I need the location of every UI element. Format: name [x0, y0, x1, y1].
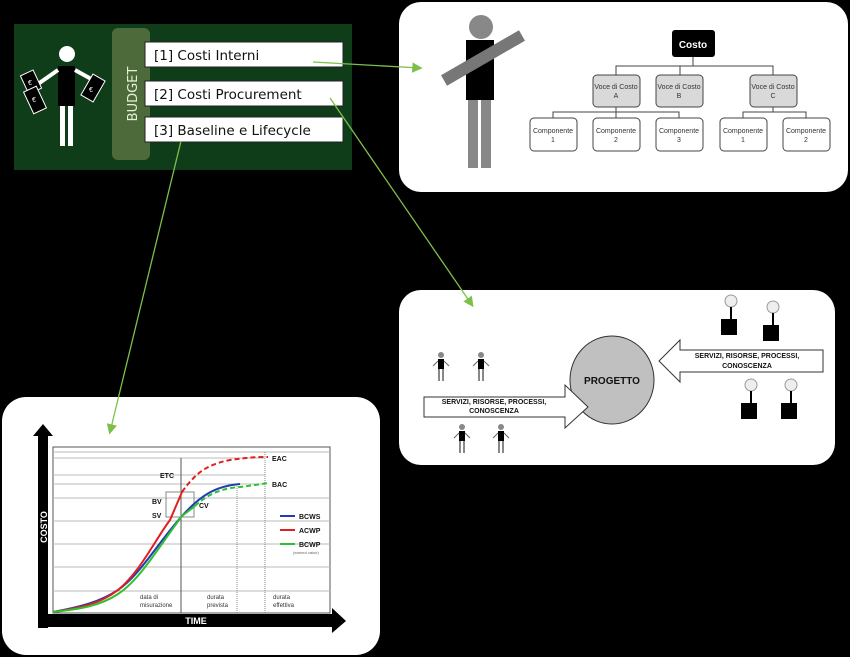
- budget-panel: € € € BUDGET [1] Costi Interni [2] Costi P…: [14, 24, 352, 170]
- svg-text:durata: durata: [273, 595, 291, 601]
- svg-text:SERVIZI, RISORSE, PROCESSI,: SERVIZI, RISORSE, PROCESSI,: [442, 399, 547, 406]
- tree-node-voce-b: [655, 74, 704, 108]
- tree-node-componente: [655, 117, 704, 152]
- svg-text:€: €: [28, 80, 32, 87]
- svg-text:effettiva: effettiva: [273, 603, 295, 609]
- svg-text:[3] Baseline e Lifecycle: [3] Baseline e Lifecycle: [154, 123, 311, 139]
- svg-text:BCWP: BCWP: [299, 542, 321, 549]
- evm-chart-panel: EAC BAC ETC BV SV CV BCWS ACWP BCWP (ear…: [2, 397, 380, 655]
- bcws-curve: [52, 483, 241, 613]
- svg-text:[2] Costi Procurement: [2] Costi Procurement: [154, 87, 302, 103]
- budget-item-costi-interni[interactable]: [1] Costi Interni: [144, 41, 344, 68]
- y-axis-arrow: [33, 424, 53, 628]
- tree-node-voce-a: [592, 74, 641, 108]
- budget-pill: [112, 28, 150, 160]
- budget-item-costi-procurement[interactable]: [2] Costi Procurement: [144, 80, 344, 107]
- svg-text:(earned value): (earned value): [293, 550, 319, 555]
- svg-text:data di: data di: [140, 595, 158, 601]
- procurement-panel: PROGETTO SERVIZI, RISORSE, PROCESSI, CON…: [399, 290, 835, 465]
- acwp-forecast-curve: [181, 456, 269, 493]
- right-inflow-arrow: SERVIZI, RISORSE, PROCESSI, CONOSCENZA: [658, 338, 824, 384]
- svg-text:Componente: Componente: [786, 128, 826, 135]
- svg-text:2: 2: [804, 137, 808, 144]
- factory-icons: [721, 294, 798, 419]
- svg-text:Voce di Costo: Voce di Costo: [751, 84, 794, 91]
- svg-text:CONOSCENZA: CONOSCENZA: [722, 363, 772, 370]
- person-with-money-icon: € € €: [19, 46, 106, 146]
- svg-text:Costo: Costo: [679, 40, 707, 51]
- tree-node-componente: [592, 117, 641, 152]
- etc-label: ETC: [160, 473, 174, 480]
- progetto-label: PROGETTO: [584, 376, 640, 387]
- svg-text:Componente: Componente: [659, 128, 699, 135]
- tree-node-componente: [782, 117, 831, 152]
- tree-connectors: [552, 57, 807, 118]
- bac-label: BAC: [272, 482, 287, 489]
- svg-text:CONOSCENZA: CONOSCENZA: [469, 408, 519, 415]
- svg-text:ACWP: ACWP: [299, 528, 321, 535]
- svg-text:[1] Costi Interni: [1] Costi Interni: [154, 48, 259, 64]
- svg-text:prevista: prevista: [207, 603, 229, 609]
- budget-title: BUDGET: [126, 67, 141, 122]
- svg-text:BCWS: BCWS: [299, 514, 321, 521]
- bcwp-forecast-curve: [194, 482, 269, 507]
- x-axis-label: TIME: [185, 616, 207, 626]
- bcwp-curve: [52, 505, 196, 613]
- sv-label: SV: [152, 513, 162, 520]
- svg-text:durata: durata: [207, 595, 225, 601]
- svg-text:SERVIZI, RISORSE, PROCESSI,: SERVIZI, RISORSE, PROCESSI,: [695, 353, 800, 360]
- svg-text:B: B: [677, 93, 682, 100]
- connector-arrows: [106, 61, 474, 435]
- eac-label: EAC: [272, 456, 287, 463]
- svg-text:3: 3: [677, 137, 681, 144]
- svg-text:misurazione: misurazione: [140, 603, 173, 609]
- svg-text:Voce di Costo: Voce di Costo: [594, 84, 637, 91]
- people-icons: [432, 352, 510, 453]
- bv-label: BV: [152, 499, 162, 506]
- tree-node-costo: Costo: [672, 30, 715, 57]
- svg-text:€: €: [32, 97, 36, 104]
- svg-text:A: A: [614, 93, 619, 100]
- svg-text:Voce di Costo: Voce di Costo: [657, 84, 700, 91]
- tree-node-voce-c: [749, 74, 798, 108]
- svg-text:C: C: [770, 93, 775, 100]
- cv-label: CV: [199, 503, 209, 510]
- svg-text:Componente: Componente: [596, 128, 636, 135]
- svg-text:€: €: [89, 87, 93, 94]
- svg-text:2: 2: [614, 137, 618, 144]
- budget-item-baseline-lifecycle[interactable]: [3] Baseline e Lifecycle: [144, 116, 344, 143]
- svg-text:Componente: Componente: [723, 128, 763, 135]
- person-holding-board-icon: [441, 15, 525, 168]
- left-inflow-arrow: SERVIZI, RISORSE, PROCESSI, CONOSCENZA: [423, 383, 589, 430]
- svg-text:1: 1: [741, 137, 745, 144]
- svg-text:Componente: Componente: [533, 128, 573, 135]
- progetto-node: [569, 335, 655, 425]
- tree-node-componente: [529, 117, 578, 152]
- chart-legend: BCWS ACWP BCWP (earned value): [280, 514, 321, 555]
- y-axis-label: COSTO: [39, 511, 49, 543]
- tree-node-componente: [719, 117, 768, 152]
- svg-text:1: 1: [551, 137, 555, 144]
- x-axis-arrow: [38, 608, 346, 633]
